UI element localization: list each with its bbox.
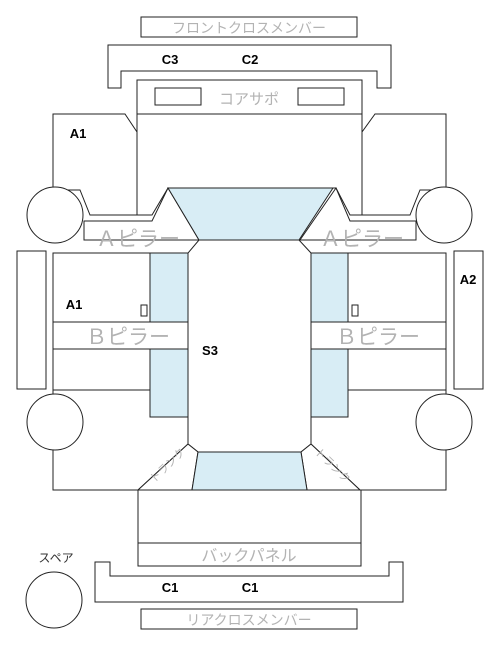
- code-s3: S3: [202, 343, 218, 358]
- code-c1-right: C1: [242, 580, 259, 595]
- b-pillar-left-bar: [52, 321, 189, 350]
- b-pillar-left-label: Ｂピラー: [86, 325, 170, 349]
- a-pillar-left-label: Ａピラー: [96, 227, 180, 251]
- core-support-label: コアサポ: [219, 90, 279, 108]
- code-c1-left: C1: [162, 580, 179, 595]
- spare-label: スペア: [38, 551, 73, 565]
- front-c-bracket: [107, 44, 392, 89]
- left-rear-quarter: [52, 389, 189, 491]
- code-a2-right: A2: [460, 272, 477, 287]
- a-pillar-right-label: Ａピラー: [320, 227, 404, 251]
- code-a1-front: A1: [70, 126, 87, 141]
- core-support-left-slot: [154, 87, 202, 106]
- front-cross-member-box: [140, 16, 358, 38]
- b-pillar-right-bar: [310, 321, 447, 350]
- rear-c-bracket: [94, 561, 404, 603]
- left-sill: [16, 250, 47, 390]
- door-handle-right-front: [351, 304, 359, 317]
- code-c2: C2: [242, 52, 259, 67]
- front-cross-member-label: フロントクロスメンバー: [172, 21, 326, 37]
- back-panel-box: [137, 542, 362, 567]
- code-a1-side: A1: [66, 297, 83, 312]
- b-pillar-right-label: Ｂピラー: [336, 325, 420, 349]
- rear-glass: [191, 451, 308, 491]
- right-front-fender: [361, 113, 447, 216]
- front-right-wheel: [415, 186, 473, 244]
- code-c3: C3: [162, 52, 179, 67]
- rear-cross-member-label: リアクロスメンバー: [186, 613, 311, 629]
- rear-cross-member-box: [140, 608, 358, 630]
- spare-tire: [25, 571, 83, 629]
- rear-right-wheel: [415, 393, 473, 451]
- right-sill: [453, 250, 484, 390]
- core-support-right-slot: [297, 87, 345, 106]
- front-left-wheel: [26, 186, 84, 244]
- a-pillar-right-bar: [299, 186, 417, 241]
- trunk-floor: [137, 489, 362, 544]
- door-handle-left-front: [140, 304, 148, 317]
- back-panel-label: バックパネル: [201, 546, 296, 565]
- rear-left-wheel: [26, 393, 84, 451]
